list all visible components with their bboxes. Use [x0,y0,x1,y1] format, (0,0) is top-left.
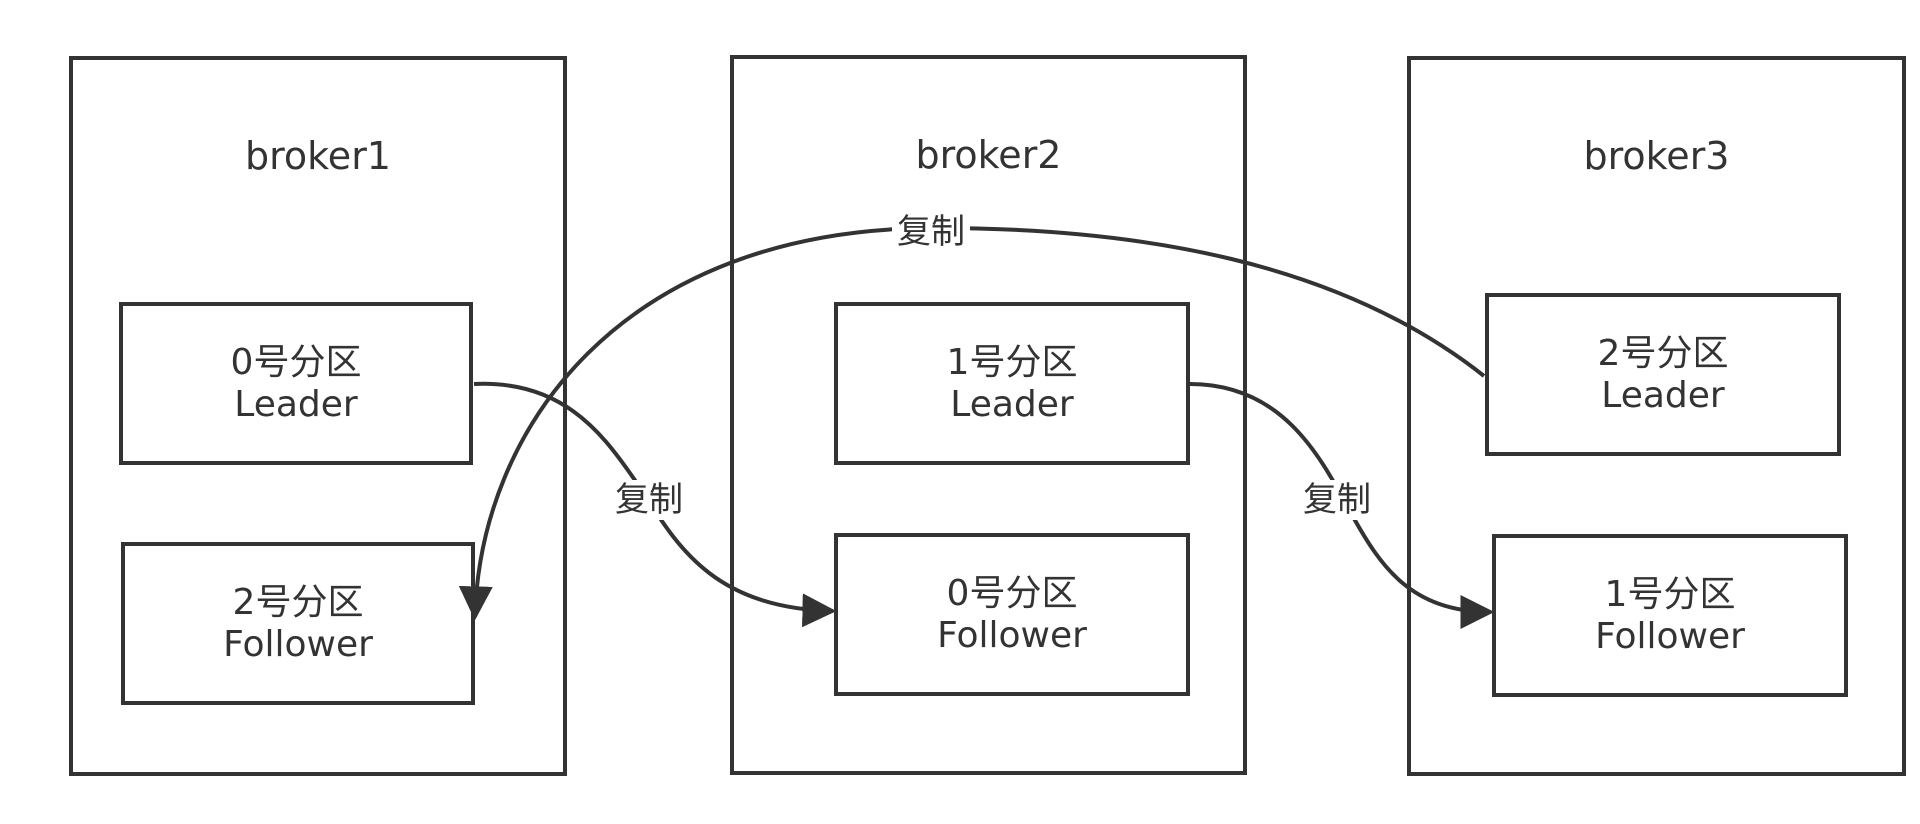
broker-2-partition-1-leader: 1号分区 Leader [834,302,1190,465]
broker-3-partition-2-leader: 2号分区 Leader [1485,293,1841,456]
partition-number: 2号分区 [232,581,364,623]
partition-number: 0号分区 [230,341,362,383]
broker-3-partition-1-follower: 1号分区 Follower [1492,534,1848,697]
replication-label-broker3-to-broker1: 复制 [892,212,970,252]
broker-3-title: broker3 [1583,134,1730,178]
partition-number: 0号分区 [946,572,1078,614]
broker-1-partition-0-leader: 0号分区 Leader [119,302,473,465]
replication-arrow-broker1-to-broker2 [473,381,837,628]
broker-2-title: broker2 [915,133,1062,177]
broker-2-partition-0-follower: 0号分区 Follower [834,533,1190,696]
partition-role: Leader [1601,374,1725,416]
partition-role: Leader [950,383,1074,425]
replication-label-broker2-to-broker3: 复制 [1298,480,1376,520]
partition-number: 1号分区 [946,341,1078,383]
partition-number: 1号分区 [1604,573,1736,615]
replication-label-broker1-to-broker2: 复制 [610,480,688,520]
partition-role: Follower [937,614,1087,656]
broker-1-partition-2-follower: 2号分区 Follower [121,542,475,705]
partition-role: Leader [234,383,358,425]
partition-role: Follower [1595,615,1745,657]
partition-role: Follower [223,623,373,665]
replication-arrow-broker3-to-broker1 [458,225,1486,621]
broker-1-title: broker1 [245,134,391,178]
partition-number: 2号分区 [1597,332,1729,374]
